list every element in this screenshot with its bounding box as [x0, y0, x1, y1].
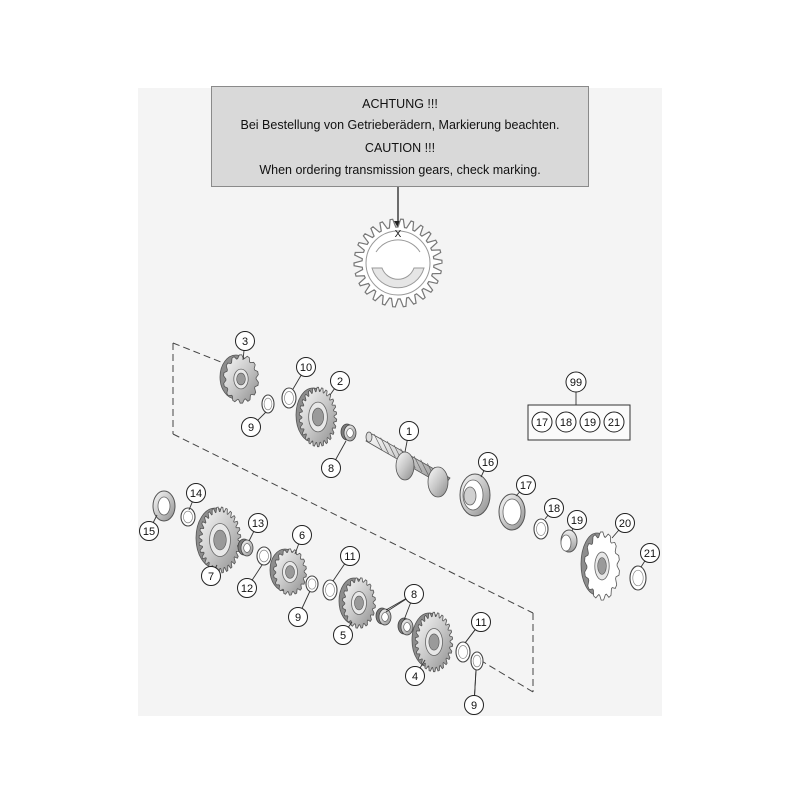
gear-7: [195, 506, 242, 574]
washer-11-a: [322, 579, 338, 601]
callout-9: 9: [288, 607, 308, 627]
washer-14: [180, 507, 196, 527]
bearing-16: [459, 473, 491, 517]
callout-13: 13: [248, 513, 268, 533]
callout-label: 15: [143, 526, 155, 538]
caution-notice-box: ACHTUNG !!! Bei Bestellung von Getrieber…: [211, 86, 589, 187]
caution-title-de: ACHTUNG !!!: [362, 97, 438, 111]
marked-reference-gear: X: [353, 218, 443, 308]
svg-text:17: 17: [536, 417, 548, 429]
callout-8: 8: [321, 458, 341, 478]
callout-16: 16: [478, 452, 498, 472]
svg-text:21: 21: [608, 417, 620, 429]
callout-15: 15: [139, 521, 159, 541]
sprocket-20: [580, 531, 620, 601]
spacer-bush-19: [560, 529, 578, 553]
callout-8: 8: [404, 584, 424, 604]
gear-5: [338, 577, 376, 629]
gear-3: [219, 354, 259, 404]
callout-label: 11: [475, 617, 486, 629]
needle-bearing-13: [237, 538, 254, 557]
caution-title-en: CAUTION !!!: [364, 141, 436, 155]
callout-label: 4: [412, 671, 418, 683]
callout-label: 8: [411, 589, 417, 601]
gear-6: [269, 548, 307, 596]
callout-label: 10: [300, 362, 312, 374]
seal-ring-17: [498, 493, 526, 531]
kit-part-19: 19: [579, 411, 601, 433]
callout-label: 11: [344, 551, 355, 563]
callout-label: 7: [208, 571, 214, 583]
bearing-15: [152, 490, 176, 522]
callout-19: 19: [567, 510, 587, 530]
callout-label: 3: [242, 336, 248, 348]
callout-6: 6: [292, 525, 312, 545]
washer-11-b: [455, 641, 471, 663]
gear-marking-x: X: [395, 229, 402, 240]
callout-label: 14: [190, 488, 202, 500]
needle-bearing-8-a: [340, 423, 357, 442]
svg-text:19: 19: [584, 417, 596, 429]
callout-label: 20: [619, 518, 631, 530]
callout-5: 5: [333, 625, 353, 645]
kit-part-21: 21: [603, 411, 625, 433]
kit-part-17: 17: [531, 411, 553, 433]
callout-1: 1: [399, 421, 419, 441]
gear-2: [295, 386, 338, 448]
callout-14: 14: [186, 483, 206, 503]
callout-label: 12: [241, 583, 253, 595]
callout-11: 11: [340, 546, 360, 566]
callout-label: 9: [295, 612, 301, 624]
main-shaft: [365, 431, 451, 498]
svg-text:18: 18: [560, 417, 572, 429]
callout-9: 9: [241, 417, 261, 437]
callout-3: 3: [235, 331, 255, 351]
callout-label: 17: [520, 480, 532, 492]
callout-20: 20: [615, 513, 635, 533]
callout-9: 9: [464, 695, 484, 715]
washer-12: [256, 546, 272, 566]
circlip-9-b: [305, 575, 319, 593]
callout-10: 10: [296, 357, 316, 377]
callout-label: 6: [299, 530, 305, 542]
callout-label: 9: [471, 700, 477, 712]
callout-11: 11: [471, 612, 491, 632]
callout-label: 1: [406, 426, 412, 438]
svg-text:99: 99: [570, 377, 582, 389]
needle-bearing-8-c: [397, 617, 414, 636]
diagram-background: [138, 88, 662, 716]
callout-17: 17: [516, 475, 536, 495]
callout-label: 8: [328, 463, 334, 475]
callout-label: 21: [644, 548, 656, 560]
callout-label: 2: [337, 376, 343, 388]
circlip-9-c: [470, 651, 484, 671]
kit-number-callout: 99: [565, 371, 587, 393]
callout-label: 19: [571, 515, 583, 527]
dashed-assembly-outline: [172, 342, 534, 693]
circlip-9-a: [261, 394, 275, 414]
callout-label: 18: [548, 503, 560, 515]
washer-18: [533, 518, 549, 540]
callout-7: 7: [201, 566, 221, 586]
callout-label: 5: [340, 630, 346, 642]
callout-12: 12: [237, 578, 257, 598]
kit-part-18: 18: [555, 411, 577, 433]
caution-text-de: Bei Bestellung von Getrieberädern, Marki…: [240, 118, 560, 132]
circlip-21: [629, 565, 647, 591]
callout-21: 21: [640, 543, 660, 563]
caution-text-en: When ordering transmission gears, check …: [259, 163, 541, 177]
callout-label: 13: [252, 518, 264, 530]
callout-4: 4: [405, 666, 425, 686]
callout-18: 18: [544, 498, 564, 518]
kit-99-group: 99 17 18 19 21: [527, 371, 631, 441]
gear-4: [411, 611, 454, 673]
callout-2: 2: [330, 371, 350, 391]
callout-label: 9: [248, 422, 254, 434]
needle-bearing-8-b: [375, 607, 392, 626]
washer-10: [281, 387, 297, 409]
callout-label: 16: [482, 457, 494, 469]
